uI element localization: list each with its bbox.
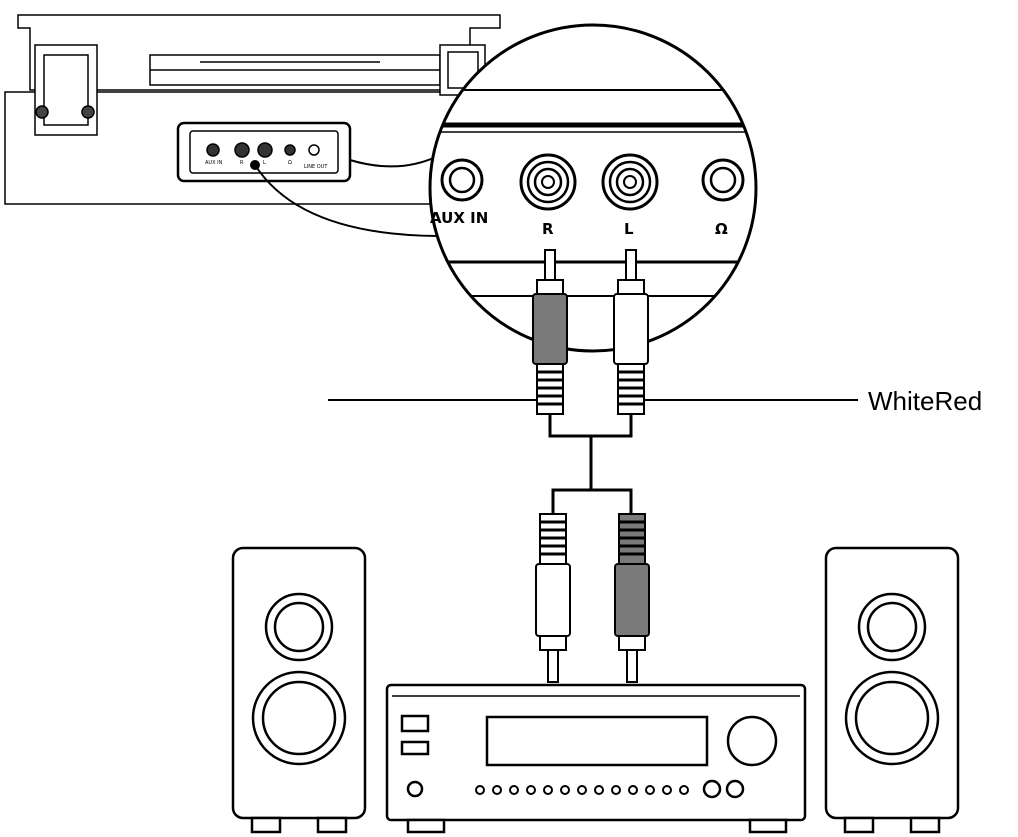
rca-cable: [548, 414, 633, 514]
mini-label-l: L: [263, 160, 266, 166]
receiver-button-row: [475, 785, 689, 795]
aux-in-jack: [440, 158, 484, 202]
headphone-label: Ω: [715, 220, 728, 238]
receiver-button-1: [400, 714, 430, 733]
receiver-volume-knob: [726, 715, 778, 767]
mini-power-jack: [308, 144, 320, 156]
mini-labels: AUX IN R L Ω LINE OUT: [205, 160, 328, 170]
right-speaker: [824, 546, 960, 834]
callout-label: WhiteRed: [868, 386, 982, 416]
r-rca-jack: [519, 153, 577, 211]
lower-red-plug: [614, 513, 650, 683]
l-rca-jack: [601, 153, 659, 211]
left-speaker: [231, 546, 367, 834]
mini-aux-jack: [206, 143, 220, 157]
upper-white-plug: [613, 249, 649, 415]
receiver-display: [485, 715, 709, 767]
amplifier-receiver: [385, 683, 807, 834]
receiver-button-2: [400, 740, 430, 756]
mini-label-r: R: [240, 160, 244, 166]
headphone-jack: [701, 158, 745, 202]
mini-l-jack: [257, 142, 273, 158]
mini-label-phones: Ω: [288, 160, 292, 166]
mini-label-line-out: LINE OUT: [304, 164, 328, 170]
r-label: R: [542, 220, 554, 238]
upper-red-plug: [532, 249, 568, 415]
lower-white-plug: [535, 513, 571, 683]
aux-in-label: AUX IN: [430, 209, 488, 227]
receiver-knob-small-1: [702, 779, 722, 799]
l-label: L: [624, 220, 634, 238]
mini-phone-jack: [284, 144, 296, 156]
mini-r-jack: [234, 142, 250, 158]
receiver-power-button: [406, 780, 424, 798]
receiver-knob-small-2: [725, 779, 745, 799]
turntable: [4, 14, 501, 205]
left-hinge: [34, 44, 98, 136]
mini-label-aux: AUX IN: [205, 160, 223, 166]
magnified-view: AUX IN R L Ω: [428, 23, 758, 353]
